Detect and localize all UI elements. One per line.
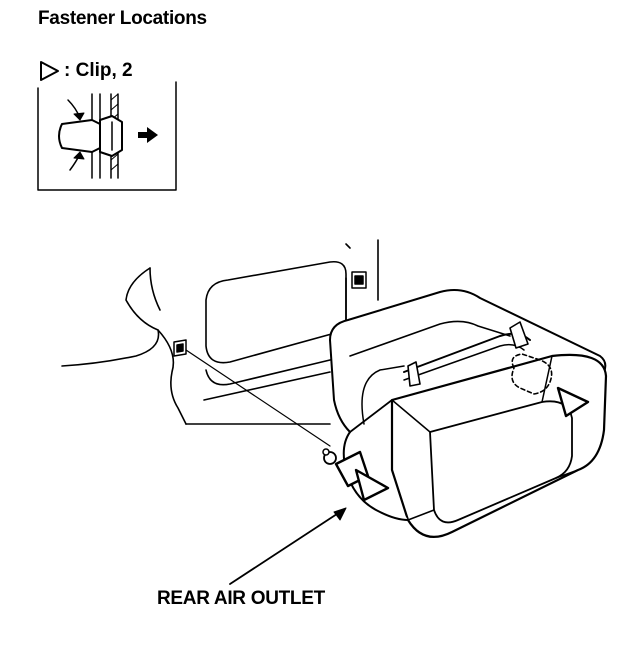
clip-legend-label: : Clip, 2 [64,60,133,81]
triangle-outline-icon [40,61,59,81]
clip-marker-triangle-2 [556,386,590,418]
page-title: Fastener Locations [38,8,207,29]
clip-hole-right [351,271,367,289]
clip-detail-inset [37,81,177,191]
callout-leader-arrow [229,507,347,585]
clip-hole-left [173,339,187,357]
strap-clip-right [509,321,529,349]
rear-air-outlet [322,289,608,538]
strap-clip-left [407,361,421,387]
squeeze-arrowhead-bottom [73,151,85,160]
inset-frame [37,81,177,191]
clip-legend: : Clip, 2 [38,60,133,82]
rear-air-outlet-label: REAR AIR OUTLET [157,588,325,609]
duct-top-ridge [349,320,511,357]
squeeze-arrowhead-top [73,112,85,121]
clip-head [99,115,123,157]
clip-marker-triangle-1 [354,468,390,502]
duct-top-body [329,289,607,373]
outlet-face-inner [429,400,573,524]
trim-panel-opening [205,260,347,364]
clip-body [58,119,101,153]
pull-direction-arrow-icon [138,127,158,143]
duct-side-left [329,339,351,433]
installation-guide-line [185,349,331,447]
hidden-clip-dashed [511,353,553,395]
outlet-face-outer [390,353,608,538]
